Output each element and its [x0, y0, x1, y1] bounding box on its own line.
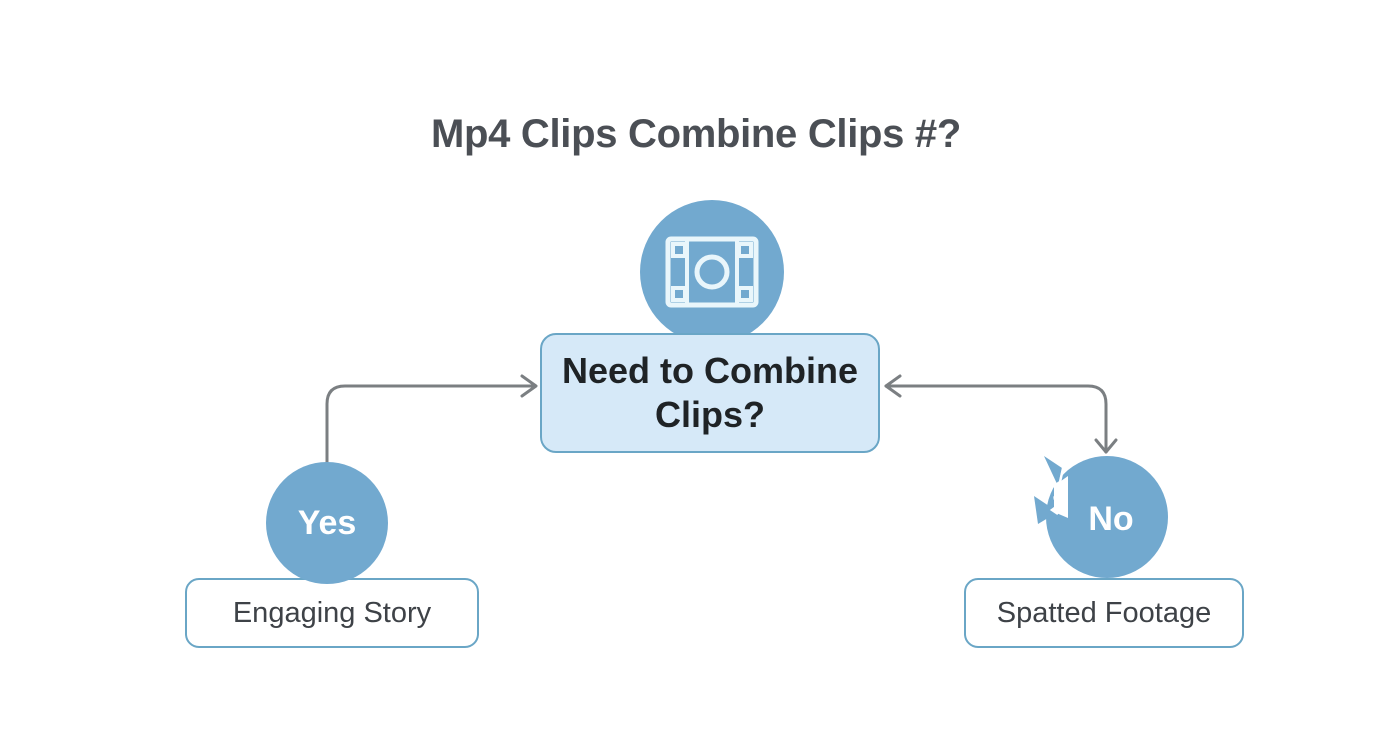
yes-outcome-text: Engaging Story	[232, 596, 432, 629]
no-arrowhead-left	[884, 374, 902, 398]
no-outcome-box: Spatted Footage	[964, 578, 1244, 648]
no-arrowhead-down	[1094, 438, 1118, 454]
shatter-icon	[1034, 456, 1068, 524]
no-connector	[884, 384, 1108, 454]
diagram-title: Mp4 Clips Combine Clips #?	[430, 112, 962, 156]
yes-outcome-box: Engaging Story	[185, 578, 479, 648]
yes-arrowhead	[520, 374, 538, 398]
no-outcome-text: Spatted Footage	[996, 596, 1212, 629]
no-label: No	[1088, 499, 1134, 538]
yes-node: Yes	[266, 462, 388, 584]
decision-icon-circle	[640, 200, 784, 344]
yes-label: Yes	[297, 503, 357, 542]
decision-question-text: Need to Combine Clips?	[561, 350, 858, 435]
decision-question-box: Need to Combine Clips?	[540, 333, 880, 453]
film-frame-icon	[665, 236, 759, 308]
yes-connector	[325, 384, 537, 464]
no-node: No	[1034, 456, 1168, 578]
